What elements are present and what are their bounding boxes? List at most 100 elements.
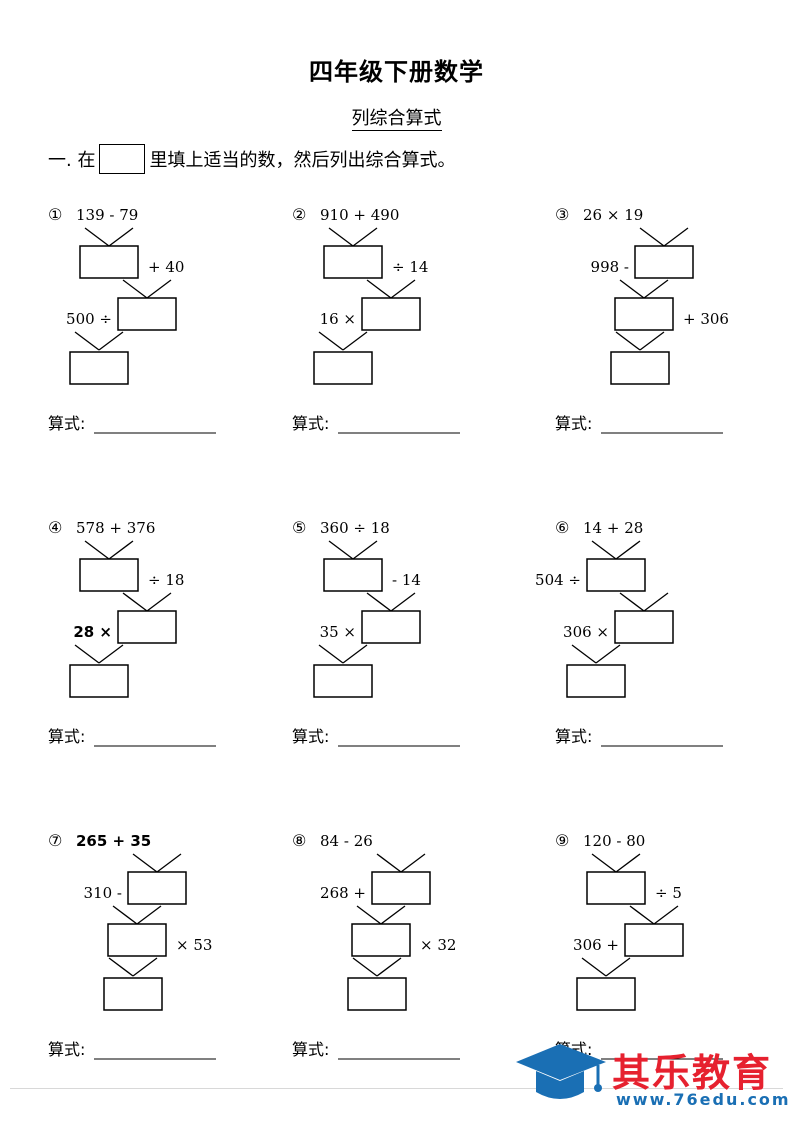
problem-7-answer-box-1[interactable] — [127, 871, 187, 905]
section-subtitle: 列综合算式 — [0, 104, 793, 131]
problem-7-connector-3-right — [132, 957, 158, 977]
problem-9-answer-box-3[interactable] — [576, 977, 636, 1011]
problem-1-operator-2: + 40 — [148, 258, 184, 276]
problem-1-connector-1-right — [108, 227, 134, 247]
problem-5-answer-box-3[interactable] — [313, 664, 373, 698]
problem-1-answer-box-1[interactable] — [79, 245, 139, 279]
problem-6-answer-label: 算式: — [555, 727, 592, 746]
problem-5-expression: 360 ÷ 18 — [320, 519, 390, 537]
instruction-example-box — [99, 144, 146, 174]
problem-2-answer-box-3[interactable] — [313, 351, 373, 385]
problem-4-number: ④ — [48, 518, 62, 537]
problem-8-connector-1-left — [376, 853, 402, 873]
problem-5-answer-box-1[interactable] — [323, 558, 383, 592]
problem-7-answer-label: 算式: — [48, 1040, 85, 1059]
problem-6-connector-3-right — [595, 644, 621, 664]
problem-2-operator-2: ÷ 14 — [392, 258, 428, 276]
problem-3-answer-box-1[interactable] — [634, 245, 694, 279]
problem-8-operator-2: 268 + — [320, 884, 366, 902]
problem-7-operator-3: × 53 — [176, 936, 212, 954]
problem-9-answer-box-1[interactable] — [586, 871, 646, 905]
problem-4-connector-2-right — [146, 592, 172, 612]
instruction: 一. 在 里填上适当的数，然后列出综合算式。 — [48, 144, 455, 174]
problem-3-connector-2-left — [619, 279, 645, 299]
problem-3-connector-3-right — [639, 331, 665, 351]
problem-8-answer-box-2[interactable] — [351, 923, 411, 957]
problem-6-operator-3: 306 × — [563, 623, 609, 641]
problem-9-number: ⑨ — [555, 831, 569, 850]
problem-1-answer-box-2[interactable] — [117, 297, 177, 331]
problem-1-connector-2-left — [122, 279, 148, 299]
problem-4-connector-1-right — [108, 540, 134, 560]
problem-2-connector-3-left — [318, 331, 344, 351]
problem-2-expression: 910 + 490 — [320, 206, 399, 224]
problem-8-connector-3-left — [352, 957, 378, 977]
problem-7-answer-box-3[interactable] — [103, 977, 163, 1011]
problem-8-connector-2-right — [380, 905, 406, 925]
instruction-suffix: 里填上适当的数，然后列出综合算式。 — [149, 150, 456, 171]
problem-9-connector-3-left — [581, 957, 607, 977]
problem-5-connector-3-right — [342, 644, 368, 664]
problem-5-connector-2-left — [366, 592, 392, 612]
problem-7-expression: 265 + 35 — [76, 832, 151, 850]
problem-4-answer-box-3[interactable] — [69, 664, 129, 698]
problem-7-answer-box-2[interactable] — [107, 923, 167, 957]
problem-2-connector-1-left — [328, 227, 354, 247]
problem-2-connector-2-left — [366, 279, 392, 299]
problem-2-answer-box-2[interactable] — [361, 297, 421, 331]
problem-8-expression: 84 - 26 — [320, 832, 373, 850]
page-title: 四年级下册数学 — [309, 58, 484, 86]
problem-3-expression: 26 × 19 — [583, 206, 643, 224]
problem-7-connector-1-right — [156, 853, 182, 873]
problem-4-operator-3: 28 × — [73, 623, 112, 641]
problem-8-answer-box-3[interactable] — [347, 977, 407, 1011]
problem-7-connector-2-right — [136, 905, 162, 925]
problem-5-connector-2-right — [390, 592, 416, 612]
problem-6-answer-box-1[interactable] — [586, 558, 646, 592]
problem-4-expression: 578 + 376 — [76, 519, 155, 537]
problem-5-answer-box-2[interactable] — [361, 610, 421, 644]
problem-6-answer-box-2[interactable] — [614, 610, 674, 644]
problem-5-operator-2: - 14 — [392, 571, 421, 589]
problem-4-answer-box-2[interactable] — [117, 610, 177, 644]
problem-3-answer-label: 算式: — [555, 414, 592, 433]
watermark: 其乐教育 www.76edu.com — [512, 1040, 792, 1115]
problem-8-connector-3-right — [376, 957, 402, 977]
problem-5-connector-1-right — [352, 540, 378, 560]
problem-2-answer-box-1[interactable] — [323, 245, 383, 279]
problem-4-connector-1-left — [84, 540, 110, 560]
problem-2-connector-1-right — [352, 227, 378, 247]
problem-1-operator-3: 500 ÷ — [66, 310, 112, 328]
problem-5-connector-3-left — [318, 644, 344, 664]
problem-2-connector-2-right — [390, 279, 416, 299]
problem-3-operator-3: + 306 — [683, 310, 729, 328]
graduation-cap-icon — [516, 1044, 606, 1099]
problem-6-operator-2: 504 ÷ — [535, 571, 581, 589]
problem-4-connector-3-left — [74, 644, 100, 664]
problem-7-connector-1-left — [132, 853, 158, 873]
problem-6-answer-box-3[interactable] — [566, 664, 626, 698]
problem-1-connector-3-right — [98, 331, 124, 351]
problem-8-number: ⑧ — [292, 831, 306, 850]
problem-1-connector-3-left — [74, 331, 100, 351]
problem-2-connector-3-right — [342, 331, 368, 351]
problem-9-answer-box-2[interactable] — [624, 923, 684, 957]
problem-8-answer-box-1[interactable] — [371, 871, 431, 905]
problem-3-answer-box-2[interactable] — [614, 297, 674, 331]
problem-1-answer-box-3[interactable] — [69, 351, 129, 385]
problem-9-connector-1-left — [591, 853, 617, 873]
problem-5-connector-1-left — [328, 540, 354, 560]
instruction-prefix: 一. 在 — [48, 150, 96, 171]
watermark-name: 其乐教育 — [612, 1051, 773, 1095]
problem-4-operator-2: ÷ 18 — [148, 571, 184, 589]
problem-9-expression: 120 - 80 — [583, 832, 645, 850]
problem-3-answer-box-3[interactable] — [610, 351, 670, 385]
problem-4-answer-box-1[interactable] — [79, 558, 139, 592]
problem-6-connector-2-right — [643, 592, 669, 612]
problem-3-connector-3-left — [615, 331, 641, 351]
problem-4-connector-3-right — [98, 644, 124, 664]
problem-3-operator-2: 998 - — [591, 258, 629, 276]
footer-divider — [10, 1088, 783, 1089]
problem-8-connector-1-right — [400, 853, 426, 873]
